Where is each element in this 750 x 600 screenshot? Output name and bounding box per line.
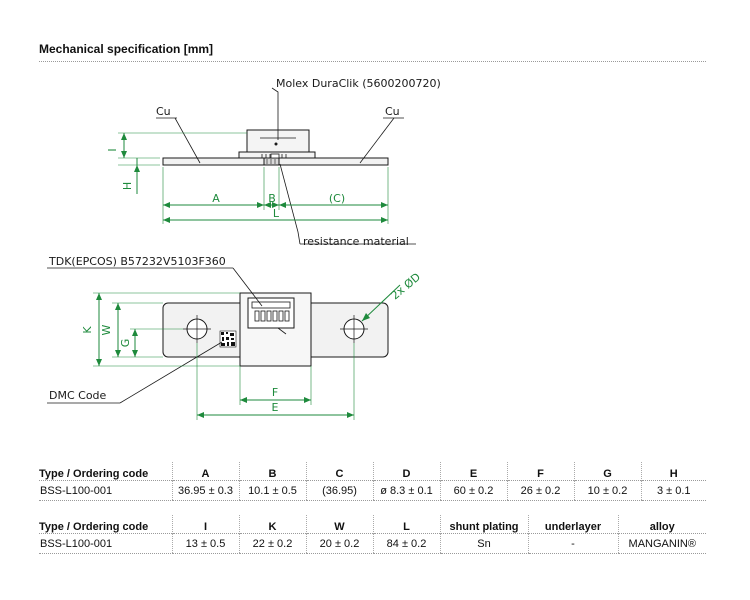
- table-row: BSS-L100-001 36.95 ± 0.3 10.1 ± 0.5 (36.…: [39, 480, 706, 501]
- table-cell: 13 ± 0.5: [171, 533, 239, 554]
- section-title: Mechanical specification [mm]: [39, 42, 214, 56]
- table-cell: 36.95 ± 0.3: [171, 480, 239, 501]
- dimension-h-label: H: [121, 182, 134, 190]
- dimension-w-label: W: [100, 324, 113, 335]
- table-header: shunt plating: [439, 515, 528, 534]
- table-cell: 20 ± 0.2: [305, 533, 373, 554]
- table-header: L: [372, 515, 440, 534]
- dimension-e-label: E: [272, 401, 279, 414]
- table-header: C: [305, 462, 373, 481]
- cu-left-label: Cu: [156, 105, 171, 118]
- table-header: alloy: [617, 515, 706, 534]
- side-view: Molex DuraClik (5600200720) Cu Cu I H A …: [106, 77, 441, 248]
- table-header: I: [171, 515, 239, 534]
- table-header: Type / Ordering code: [39, 521, 149, 533]
- dimension-k-label: K: [81, 326, 94, 334]
- spec-table-1: Type / Ordering code A B C D E F G H BSS…: [39, 462, 706, 501]
- top-view: TDK(EPCOS) B57232V5103F360 K W G 2x ØD F…: [47, 255, 423, 420]
- table-cell: BSS-L100-001: [39, 533, 172, 554]
- table-header: Type / Ordering code: [39, 468, 149, 480]
- table-cell: 84 ± 0.2: [372, 533, 440, 554]
- table-header: E: [439, 462, 507, 481]
- dimension-l-label: L: [273, 207, 280, 220]
- table-cell: Sn: [439, 533, 528, 554]
- resistance-material-label: resistance material: [303, 235, 409, 248]
- table-cell: (36.95): [305, 480, 373, 501]
- table-header: K: [238, 515, 306, 534]
- table-cell: 3 ± 0.1: [640, 480, 706, 501]
- table-header: B: [238, 462, 306, 481]
- cu-right-label: Cu: [385, 105, 400, 118]
- table-cell: -: [527, 533, 618, 554]
- table-cell: 26 ± 0.2: [506, 480, 574, 501]
- table-header: D: [372, 462, 440, 481]
- dmc-code-label: DMC Code: [49, 389, 107, 402]
- table-row: BSS-L100-001 13 ± 0.5 22 ± 0.2 20 ± 0.2 …: [39, 533, 706, 554]
- table-cell: 10.1 ± 0.5: [238, 480, 306, 501]
- table-header: W: [305, 515, 373, 534]
- table-cell: 22 ± 0.2: [238, 533, 306, 554]
- table-cell: MANGANIN®: [617, 533, 706, 554]
- table-cell: ø 8.3 ± 0.1: [372, 480, 440, 501]
- table-header: H: [640, 462, 706, 481]
- spec-table-2: Type / Ordering code I K W L shunt plati…: [39, 515, 706, 554]
- table-header: F: [506, 462, 574, 481]
- table-header: A: [171, 462, 239, 481]
- connector-label: Molex DuraClik (5600200720): [276, 77, 441, 90]
- dimension-b-label: B: [268, 192, 276, 205]
- dimension-a-label: A: [212, 192, 220, 205]
- dimension-f-label: F: [272, 386, 278, 399]
- dimension-d-label: 2x ØD: [389, 270, 424, 302]
- tdk-label: TDK(EPCOS) B57232V5103F360: [48, 255, 226, 268]
- dimension-g-label: G: [119, 339, 132, 348]
- table-header-row: Type / Ordering code A B C D E F G H: [39, 462, 706, 481]
- table-cell: 10 ± 0.2: [573, 480, 641, 501]
- mechanical-drawing: Molex DuraClik (5600200720) Cu Cu I H A …: [47, 77, 441, 420]
- dimension-i-label: I: [106, 148, 119, 151]
- title-divider: [39, 61, 706, 62]
- table-header-row: Type / Ordering code I K W L shunt plati…: [39, 515, 706, 534]
- table-header: G: [573, 462, 641, 481]
- table-cell: BSS-L100-001: [39, 480, 172, 501]
- dimension-c-label: (C): [329, 192, 345, 205]
- table-header: underlayer: [527, 515, 618, 534]
- table-cell: 60 ± 0.2: [439, 480, 507, 501]
- dmc-code: [219, 330, 237, 348]
- resistance-material-block: [263, 157, 280, 166]
